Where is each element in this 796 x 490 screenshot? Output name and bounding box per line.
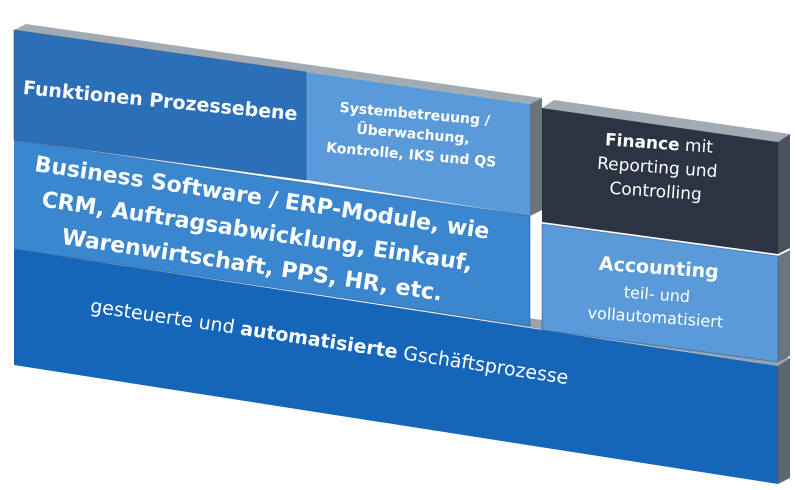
systembetreuung-block: [306, 72, 530, 216]
accounting-block: [542, 224, 778, 362]
business-outline: [13, 139, 531, 327]
base-block: [14, 249, 778, 484]
funktionen-outline: [13, 29, 307, 181]
accounting-side-face: [778, 250, 790, 362]
accounting-label: Accounting teil- und vollautomatisiert: [555, 248, 760, 336]
finance-top-face: [542, 100, 790, 142]
finance-block: [542, 108, 778, 254]
systembetreuung-top-face: [306, 66, 542, 104]
base-block-side-face: [778, 358, 790, 484]
business-software-block: [14, 140, 530, 326]
finance-side-face: [778, 134, 790, 254]
finance-bold: Finance: [604, 130, 681, 156]
funktionen-block: [14, 30, 306, 180]
accounting-outline: [541, 223, 779, 363]
funktionen-top-face: [14, 24, 318, 72]
systembetreuung-side-face: [530, 98, 542, 216]
finance-label: Finance mit Reporting und Controlling: [596, 130, 719, 205]
